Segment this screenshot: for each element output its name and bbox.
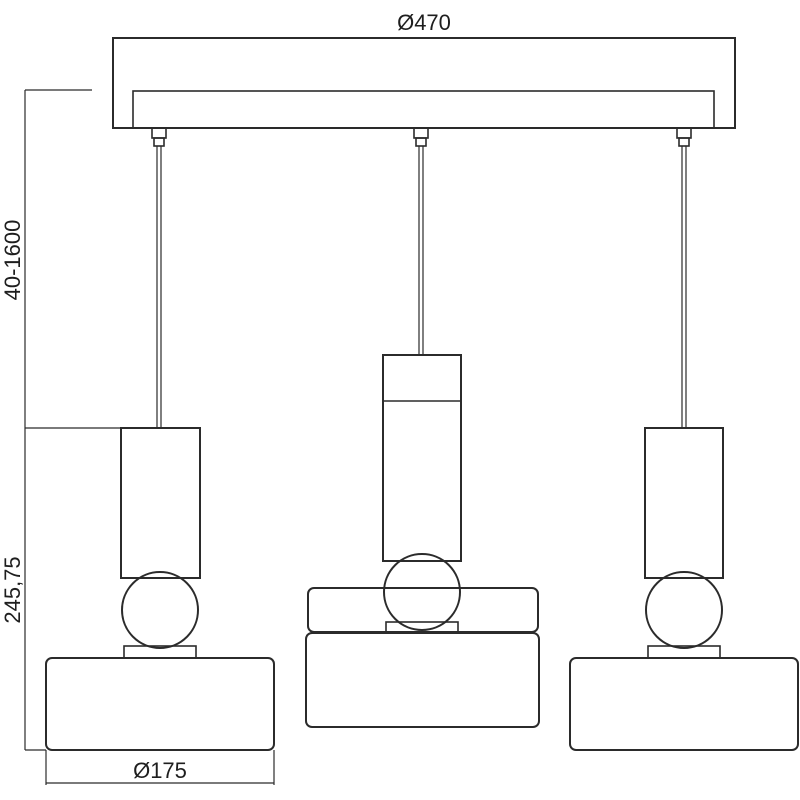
pendant-right-cylinder (644, 427, 724, 579)
connector-center-nut (415, 137, 427, 147)
pendant-right (569, 427, 799, 751)
connector-right (676, 127, 692, 139)
canopy-outer (112, 37, 736, 129)
pendant-left-shade (45, 657, 275, 751)
cord-connectors (151, 127, 692, 147)
connector-center (413, 127, 429, 139)
pendant-center (305, 354, 540, 728)
connector-left-nut (153, 137, 165, 147)
pendant-center-shade (305, 632, 540, 728)
suspension-height-label: 40-1600 (0, 220, 25, 301)
shade-height-label: 245,75 (0, 556, 25, 623)
height-dimension-lines (24, 89, 121, 751)
pendant-center-shade-back (307, 587, 539, 633)
pendant-center-cylinder (382, 354, 462, 562)
ceiling-canopy (112, 37, 736, 129)
shade-diameter-label: Ø175 (133, 758, 187, 783)
pendant-right-sphere (645, 571, 723, 649)
canopy-diameter-label: Ø470 (397, 10, 451, 35)
pendant-right-shade (569, 657, 799, 751)
shade-diameter-dimension (45, 750, 275, 785)
connector-right-nut (678, 137, 690, 147)
pendant-left (45, 427, 275, 751)
pendant-left-sphere (121, 571, 199, 649)
pendant-left-cylinder (120, 427, 201, 579)
pendant-center-sphere (383, 553, 461, 631)
cords (156, 146, 687, 428)
connector-left (151, 127, 167, 139)
canopy-inner-plate (132, 90, 715, 129)
